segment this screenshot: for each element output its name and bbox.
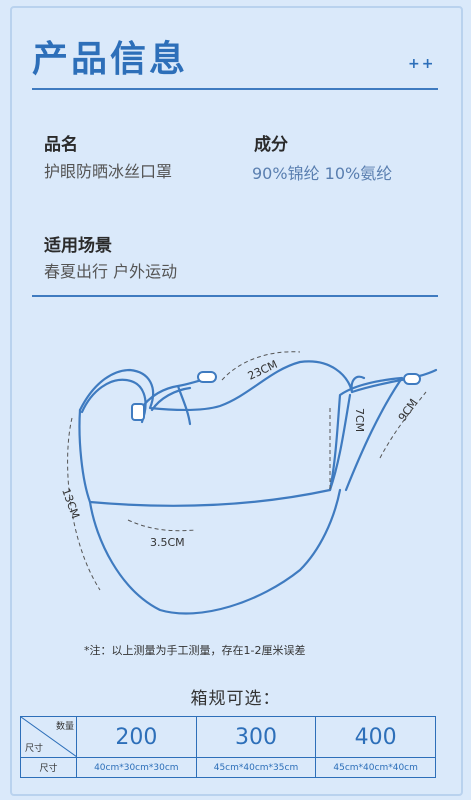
scene-value: 春夏出行 户外运动 [44,262,178,281]
size-cell: 45cm*40cm*35cm [195,757,317,778]
dimension-arc-left [67,417,101,591]
top-divider [32,88,438,90]
dimension-line-bottom [127,519,197,532]
material-value: 90%锦纶 10%氨纶 [252,164,393,183]
table-corner-cell: 数量 尺寸 [20,716,77,758]
left-toggle-clip [197,371,217,383]
size-row-header: 尺寸 [20,757,77,778]
product-name-label: 品名 [44,135,78,155]
material-label: 成分 [254,135,288,155]
packing-title: 箱规可选： [190,689,281,709]
scene-label: 适用场景 [44,236,112,256]
mask-size-diagram: 23CM 13CM 3.5CM 7CM 9CM [59,351,438,615]
right-toggle-clip [403,373,421,385]
size-cell: 40cm*30cm*30cm [76,757,197,778]
mask-side-panel [328,376,404,492]
quantity-cell: 200 [76,716,197,758]
page-title: 产品信息 [32,39,189,80]
mask-lower-panel [88,488,342,615]
middle-divider [32,295,438,297]
plus-decoration: ++ [408,56,436,72]
measurement-note: *注：以上测量为手工测量，存在1-2厘米误差 [84,644,306,657]
quantity-row: 数量 尺寸 200 300 400 [20,716,436,758]
dim-left-label: 13CM [59,487,82,521]
mask-top-edge [78,360,366,412]
size-cell: 45cm*40cm*40cm [315,757,436,778]
packing-table: 数量 尺寸 200 300 400 尺寸 40cm*30cm*30cm 45cm… [20,716,436,778]
page-frame [10,6,463,796]
size-row: 尺寸 40cm*30cm*30cm 45cm*40cm*35cm 45cm*40… [20,757,436,778]
product-name-value: 护眼防晒冰丝口罩 [44,162,173,181]
dim-top-label: 23CM [246,358,280,383]
mask-upper-panel [78,393,352,507]
left-strap-clip [131,403,145,421]
quantity-cell: 300 [195,716,317,758]
size-header: 尺寸 [25,744,44,754]
quantity-header: 数量 [55,722,74,732]
corner-diagonal [21,717,77,757]
dim-bottom-label: 3.5CM [150,536,185,549]
dim-side-outer-label: 9CM [396,396,421,423]
dim-side-inner-label: 7CM [353,408,366,432]
quantity-cell: 400 [315,716,436,758]
dimension-line-outer [379,391,427,459]
dimension-arc-top [221,351,301,381]
